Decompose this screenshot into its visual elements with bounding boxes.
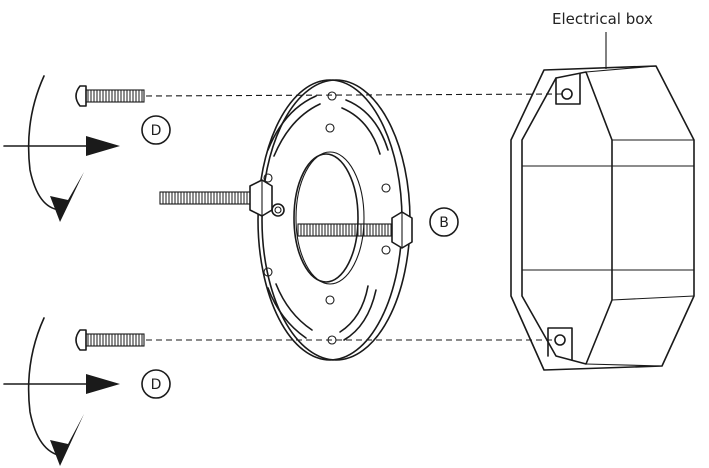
box-top-mounting-hole [561,88,573,100]
bracket-bolt-left [159,179,285,217]
bracket-callout-circle [429,207,459,237]
electrical-box [510,65,695,371]
top-screw [75,85,145,107]
electrical-box-label: Electrical box [552,10,653,28]
top-screw-callout-label: D [151,123,162,139]
bottom-screw [75,329,145,351]
bottom-screw-callout-circle [141,369,171,399]
top-screw-callout-circle [141,115,171,145]
bottom-screw-callout-label: D [151,377,162,393]
top-push-arrow [3,136,120,156]
mounting-bracket-plate [257,79,411,361]
bracket-bolt-right [297,211,413,249]
bracket-callout-label: B [439,215,449,231]
bottom-rotate-clockwise-icon [27,317,84,466]
bottom-push-arrow [3,374,120,394]
box-bottom-mounting-hole [554,334,566,346]
top-alignment-dashed-line [145,93,563,97]
top-rotate-clockwise-icon [27,75,84,222]
